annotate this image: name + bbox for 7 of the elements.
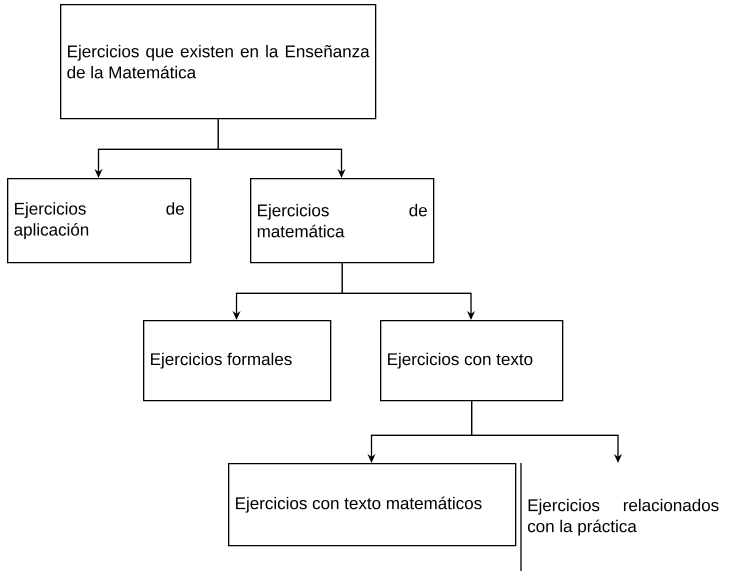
text-box: Ejercicios con texto	[380, 320, 564, 402]
text-box: Ejercicios con texto matemáticos	[228, 463, 516, 546]
text-box: Ejercicios de aplicación	[7, 178, 192, 264]
text-box: Ejercicios formales	[143, 320, 332, 402]
bordered-text: Ejercicios relacionados con la práctica	[520, 463, 719, 571]
text-box: Ejercicios de matemática	[250, 178, 434, 264]
text-box: Ejercicios que existen en la Enseñanza de la Matemática	[60, 4, 376, 120]
